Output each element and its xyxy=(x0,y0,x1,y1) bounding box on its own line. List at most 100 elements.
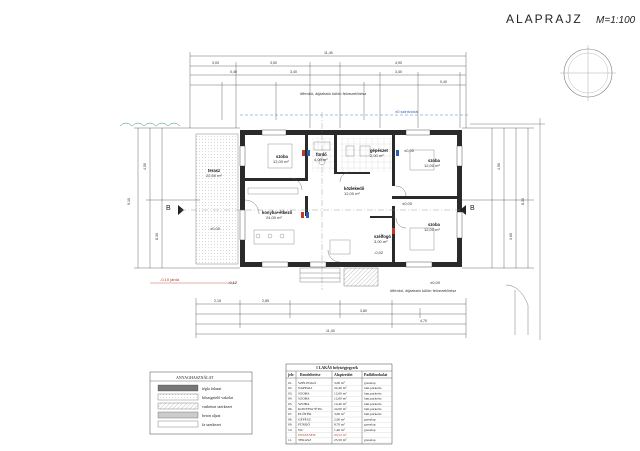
room-area-szoba-2: 12,00 m² xyxy=(424,163,440,168)
room-name-gepeszet: gépészet xyxy=(370,148,389,153)
table-cell: GÉPÉSZ xyxy=(298,416,311,421)
front-paving xyxy=(299,267,379,287)
room-name-terasz: terasz xyxy=(208,168,220,173)
marker-red-3 xyxy=(392,228,395,234)
table-cell: 14,40 m² xyxy=(334,402,347,407)
room-area-furdo: 4,00 m² xyxy=(314,157,328,162)
legend-item-4: beton aljzat xyxy=(202,413,221,418)
table-cell: 09. xyxy=(288,423,293,427)
dim-bottom-0: 2,15 xyxy=(214,299,221,303)
dim-bottom-1: 2,85 xyxy=(262,299,269,303)
table-cell: lam.parketta xyxy=(364,397,382,401)
table-cell: 11. xyxy=(288,438,292,442)
blue-note-top: ±0 szintvonal xyxy=(395,109,418,114)
dimension-lines-top xyxy=(189,52,467,128)
dim-left-3: 8,30 xyxy=(155,233,159,240)
marker-blue-2 xyxy=(396,150,399,156)
dim-top-3: 4,90 xyxy=(395,61,402,65)
table-cell: SZOBA xyxy=(298,391,310,395)
marker-blue-1 xyxy=(307,150,310,156)
legend-swatch-4 xyxy=(157,411,199,419)
room-name-kozlekedo: közlekedő xyxy=(344,186,365,191)
level-a: ±0,00 xyxy=(210,226,221,231)
site-lines-right xyxy=(470,118,545,340)
dim-top-6: 3,40 xyxy=(395,70,402,74)
dimension-lines-right xyxy=(462,127,534,269)
red-note-left: -0,10 járda xyxy=(160,277,180,282)
table-cell: gresslap xyxy=(364,423,376,427)
legend-swatch-5 xyxy=(157,420,199,428)
table-cell: NAPPALI xyxy=(298,386,313,390)
dim-top-2: 3,50 xyxy=(270,61,277,65)
table-cell: 12,00 m² xyxy=(334,397,347,402)
table-cell: lam.parketta xyxy=(364,386,382,390)
table-cell: 93,52 m² xyxy=(334,433,347,438)
table-cell: lam.parketta xyxy=(364,412,382,416)
table-header-1: Rendeltetése xyxy=(300,373,321,377)
dim-top-1: 3,00 xyxy=(212,61,219,65)
bottom-note: öffenkö, átjárható külön felvezetőrész xyxy=(390,288,456,293)
dim-top-5: 3,40 xyxy=(290,70,297,74)
dim-left-1: 9,10 xyxy=(127,198,131,205)
level-b: -0,02 xyxy=(374,250,384,255)
room-area-szelfogo: 3,00 m² xyxy=(374,239,388,244)
table-header-0: jele xyxy=(287,373,294,377)
table-cell: 10. xyxy=(288,428,293,432)
room-area-szoba-3: 12,00 m² xyxy=(424,227,440,232)
table-cell: FÜRDŐ xyxy=(298,422,310,427)
marker-red-2 xyxy=(301,212,304,218)
room-area-terasz: 22,50 m² xyxy=(206,173,222,178)
table-cell: SZÉLFOGÓ xyxy=(298,380,316,385)
title-text: ALAPRAJZ xyxy=(506,12,583,26)
dim-right-1: 4,50 xyxy=(497,163,501,170)
table-cell: 1,40 m² xyxy=(334,428,345,433)
table-cell: 01. xyxy=(288,381,293,385)
table-title: 1 LAKÁS helyiségjegyzék xyxy=(316,365,359,370)
table-cell: gresslap xyxy=(364,381,376,385)
material-legend: ANYAGHASZNÁLAT tégla falazat hőszigetelő… xyxy=(149,371,253,435)
table-cell: TERASZ xyxy=(298,438,311,442)
table-cell: 08. xyxy=(288,417,293,421)
room-area-kozlekedo: 12,00 m² xyxy=(344,191,360,196)
section-b-left: B xyxy=(166,205,171,212)
dimension-lines-left xyxy=(134,127,240,269)
marker-red-1 xyxy=(302,150,305,156)
room-name-szoba-3: szoba xyxy=(428,222,441,227)
legend-swatch-1 xyxy=(157,384,199,392)
table-header-3: Padlóburkolat xyxy=(364,373,388,377)
legend-item-5: fa szerkezet xyxy=(202,422,222,427)
level-d: ±0,00 xyxy=(430,280,441,285)
section-markers: B B xyxy=(166,112,475,290)
dim-top-7: 0,40 xyxy=(440,80,447,84)
table-cell: WC xyxy=(298,428,304,432)
legend-item-2: hőszigetelő vakolat xyxy=(202,395,234,400)
table-cell: 2,00 m² xyxy=(334,417,345,422)
table-cell: 07. xyxy=(288,412,293,416)
legend-item-3: vasbeton szerkezet xyxy=(202,404,233,409)
compass-icon xyxy=(560,45,616,101)
table-cell: 8,70 m² xyxy=(334,423,345,428)
room-name-konyha: konyha+étkező xyxy=(262,210,293,215)
table-cell: 06. xyxy=(288,407,293,411)
site-fence-left xyxy=(119,122,181,127)
dim-bottom-4: 11,40 xyxy=(326,329,335,333)
room-area-gepeszet: 2,00 m² xyxy=(370,153,384,158)
room-labels: szoba 12,00 m² fürdő 4,00 m² gépészet 2,… xyxy=(206,148,441,244)
table-cell: 3,00 m² xyxy=(334,412,345,417)
table-cell: 02. xyxy=(288,386,293,390)
windows xyxy=(239,129,463,268)
table-cell: 3,00 m² xyxy=(334,381,345,386)
table-cell: gresslap xyxy=(364,438,376,442)
dim-bottom-3: 4,70 xyxy=(420,319,427,323)
table-cell: 24,00 m² xyxy=(334,407,347,412)
door-swings xyxy=(244,171,407,263)
table-cell: 03. xyxy=(288,391,293,395)
legend-item-1: tégla falazat xyxy=(202,386,222,391)
table-header-2: Alapterület xyxy=(334,373,353,377)
table-cell: SZOBA xyxy=(298,397,310,401)
table-cell: 22,40 m² xyxy=(334,386,347,391)
room-name-furdo: fürdő xyxy=(316,152,327,157)
level-f: ±0,00 xyxy=(402,201,413,206)
table-cell: lam.parketta xyxy=(364,407,382,411)
dim-left-0: 4,50 xyxy=(143,163,147,170)
